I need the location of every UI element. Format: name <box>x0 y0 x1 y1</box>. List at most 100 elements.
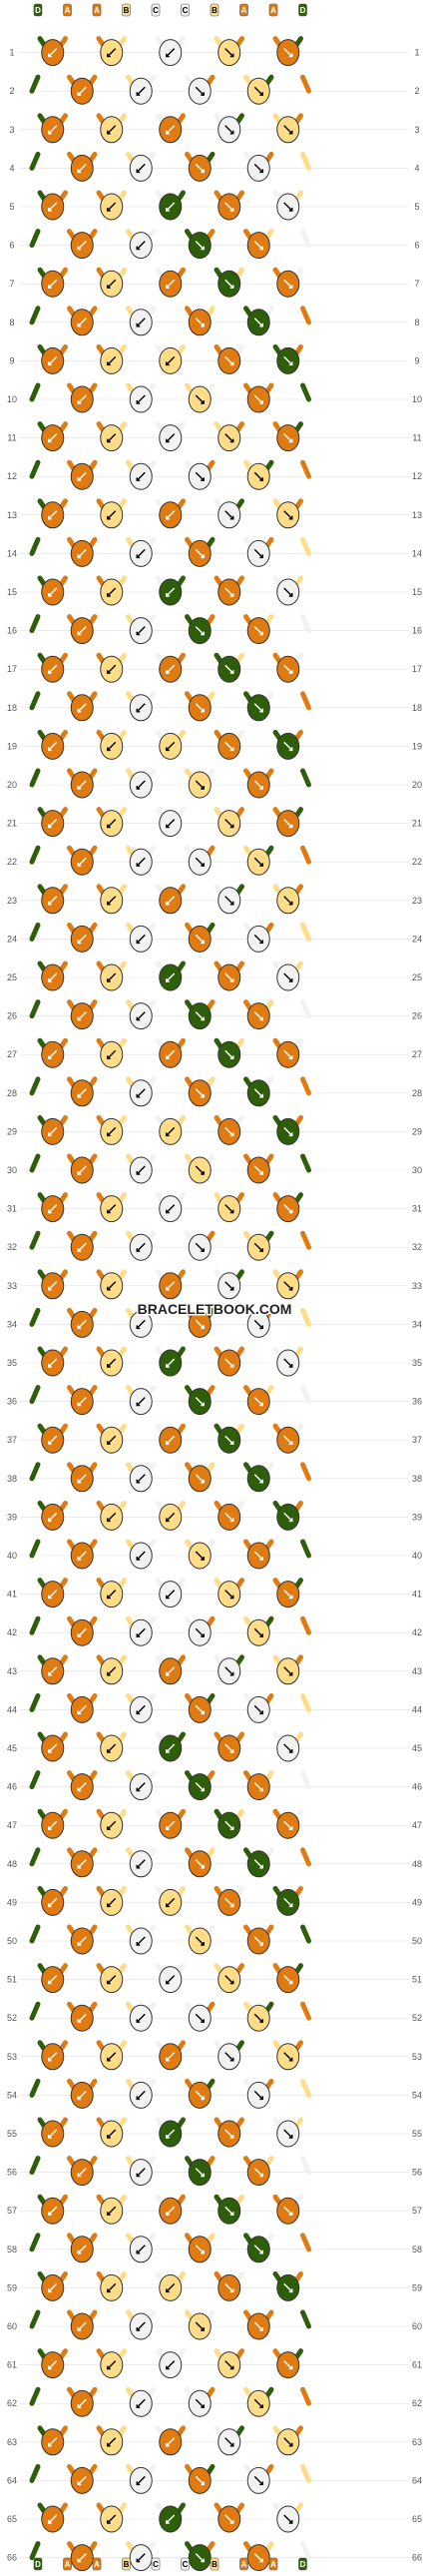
knot-arrow <box>166 1897 176 1907</box>
row-number: 3 <box>414 125 419 135</box>
knot <box>129 1465 153 1493</box>
knot-arrowhead <box>136 1171 141 1175</box>
knot-arrow <box>195 318 205 327</box>
knot <box>70 2081 94 2109</box>
knot <box>70 1079 94 1107</box>
knot-arrowhead <box>136 708 141 713</box>
edge-thread <box>29 536 41 556</box>
knot <box>100 578 124 606</box>
knot <box>41 2428 65 2456</box>
knot-arrowhead <box>107 901 111 906</box>
knot-arrow <box>166 1975 176 1985</box>
knot <box>41 2043 65 2071</box>
row-number: 26 <box>7 1011 17 1021</box>
knot <box>159 1117 183 1145</box>
knot-arrow <box>166 510 176 520</box>
knot <box>129 1773 153 1801</box>
edge-thread <box>300 536 311 556</box>
knot-arrow <box>107 1281 117 1291</box>
knot-arrowhead <box>77 1864 82 1869</box>
knot-arrowhead <box>259 1710 263 1715</box>
knot-arrowhead <box>229 1903 234 1908</box>
knot-arrow <box>136 1474 146 1484</box>
knot-arrow <box>48 1358 58 1368</box>
edge-thread <box>300 306 311 325</box>
strand-label-swatch <box>151 3 161 17</box>
knot-arrowhead <box>107 978 111 982</box>
knot-arrowhead <box>166 1364 170 1368</box>
knot-arrow <box>107 1590 117 1600</box>
knot-arrow <box>136 703 146 713</box>
knot <box>276 270 300 298</box>
row-number: 20 <box>412 780 422 790</box>
knot-arrow <box>77 1242 87 1252</box>
edge-thread <box>29 1462 41 1482</box>
row-number: 47 <box>7 1820 17 1830</box>
knot-arrow <box>48 1743 58 1753</box>
knot-arrow <box>283 1743 293 1753</box>
row-number: 40 <box>412 1551 422 1561</box>
knot <box>70 1233 94 1261</box>
row-number: 11 <box>7 433 16 443</box>
knot-arrow <box>136 780 146 790</box>
row-number: 43 <box>7 1666 17 1676</box>
knot-arrowhead <box>77 2019 82 2023</box>
row-number: 35 <box>7 1358 17 1368</box>
knot-arrowhead <box>229 1132 234 1137</box>
knot <box>217 1581 241 1609</box>
knot-arrowhead <box>288 1364 293 1368</box>
strand-label: A <box>94 6 100 15</box>
knot <box>41 1657 65 1685</box>
knot <box>188 1465 212 1493</box>
knot <box>188 1542 212 1570</box>
knot-arrowhead <box>107 747 111 752</box>
knot-arrowhead <box>107 593 111 597</box>
knot-arrow <box>107 1126 117 1136</box>
row-number: 58 <box>412 2245 422 2254</box>
knot-arrow <box>48 741 58 751</box>
knot <box>70 2159 94 2187</box>
knot-arrowhead <box>288 2135 293 2139</box>
knot-arrowhead <box>48 978 52 982</box>
knot-arrowhead <box>259 400 263 404</box>
row-number: 48 <box>412 1859 422 1869</box>
knot <box>70 2544 94 2572</box>
knot-arrowhead <box>136 786 141 790</box>
knot-arrow <box>195 1165 205 1175</box>
knot-arrow <box>224 1204 234 1214</box>
row-number: 46 <box>412 1782 422 1792</box>
knot <box>100 39 124 67</box>
edge-thread <box>300 1462 311 1482</box>
edge-thread <box>29 2309 41 2329</box>
row-number: 40 <box>7 1551 17 1561</box>
knot-arrow <box>283 1435 293 1445</box>
strand-label: B <box>124 6 130 15</box>
edge-thread <box>300 459 311 479</box>
knot-arrowhead <box>201 863 205 867</box>
knot <box>70 1388 94 1416</box>
knot <box>246 539 270 567</box>
knot-arrowhead <box>259 1787 263 1792</box>
knot-arrowhead <box>201 708 205 713</box>
row-number: 66 <box>7 2553 17 2563</box>
knot-arrow <box>253 1704 263 1714</box>
knot <box>70 1156 94 1184</box>
knot-arrowhead <box>136 169 141 174</box>
knot-arrow <box>283 2360 293 2370</box>
row-number: 23 <box>412 896 422 906</box>
knot-arrowhead <box>77 1402 82 1407</box>
knot-arrow <box>253 86 263 96</box>
knot-arrowhead <box>136 863 141 867</box>
knot <box>276 1349 300 1377</box>
knot-arrow <box>48 1435 58 1445</box>
knot-arrowhead <box>77 2250 82 2254</box>
knot-arrowhead <box>201 477 205 481</box>
row-number: 50 <box>7 1936 17 1946</box>
knot-arrowhead <box>136 1093 141 1098</box>
knot <box>159 887 183 915</box>
knot <box>276 1503 300 1531</box>
knot-arrowhead <box>166 1286 170 1291</box>
row-number: 8 <box>9 318 14 327</box>
knot-arrow <box>195 2553 205 2563</box>
knot-arrow <box>253 2321 263 2331</box>
